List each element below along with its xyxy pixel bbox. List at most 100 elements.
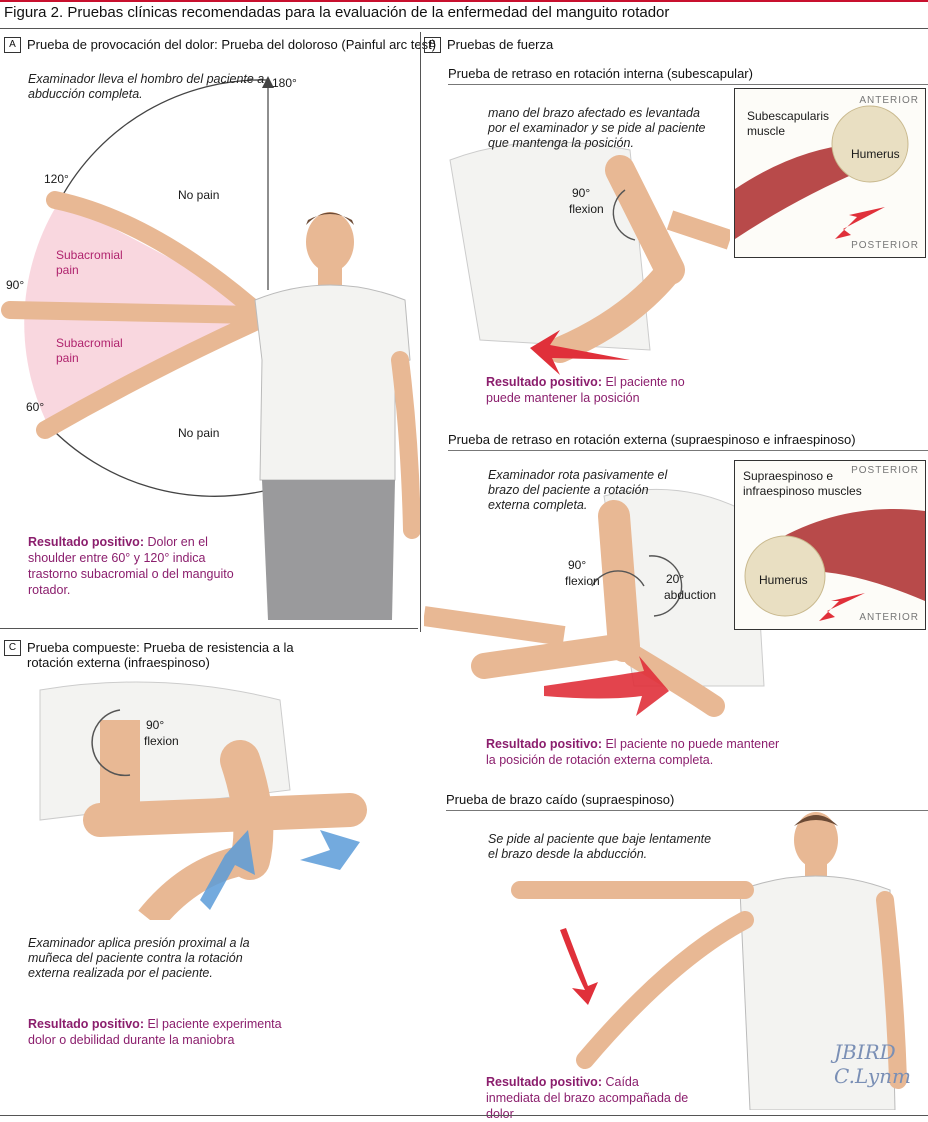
- panel-c-instruction: Examinador aplica presión proximal a la …: [28, 936, 250, 980]
- panel-a-result: Resultado positivo: Dolor en el shoulder…: [28, 534, 258, 598]
- test1-result-label: Resultado positivo:: [486, 375, 602, 389]
- red-arrow-t1: [530, 330, 630, 375]
- panel-a-letter: A: [4, 37, 21, 53]
- arm-120: [46, 191, 264, 319]
- test2-result-text: El paciente no puede mantener la posició…: [486, 737, 780, 767]
- test3-result-label: Resultado positivo:: [486, 1075, 602, 1089]
- test2-result: Resultado positivo: El paciente no puede…: [486, 736, 786, 768]
- flexion-arc-t2: [591, 570, 645, 587]
- test1-heading: Prueba de retraso en rotación interna (s…: [448, 66, 753, 81]
- test1-inset-drawing: [735, 105, 909, 239]
- test2-angle2: 20°: [666, 572, 685, 586]
- red-arrow-t2: [544, 656, 669, 716]
- neck: [318, 268, 342, 286]
- panel-c-illustration: [39, 681, 367, 920]
- panel-divider-vertical: [420, 32, 421, 632]
- angle-90: 90°: [6, 278, 25, 292]
- upper-arm-t2: [598, 500, 640, 662]
- test1-illustration: [449, 141, 730, 375]
- panel-a-result-text: Dolor en el shoulder entre 60° y 120° in…: [28, 535, 234, 597]
- test2-result-label: Resultado positivo:: [486, 737, 602, 751]
- panel-c-angle: 90°: [146, 718, 165, 732]
- test2-angle2-label: abduction: [664, 588, 717, 602]
- test3-illustration: [511, 812, 907, 1110]
- panel-b-label: Pruebas de fuerza: [447, 37, 554, 52]
- upper-arm-t1: [605, 155, 685, 285]
- panel-c-result-label: Resultado positivo:: [28, 1017, 144, 1031]
- test2-inset-muscle: Supraespinoso e infraespinoso muscles: [743, 469, 862, 498]
- signature-line1: JBIRD: [834, 1040, 896, 1064]
- angle-180: 180°: [272, 76, 297, 90]
- panel-a-header: A Prueba de provocación del dolor: Prueb…: [4, 37, 436, 53]
- shirt-t1: [449, 141, 651, 351]
- test3-heading-rule: [446, 810, 928, 811]
- arm-90: [1, 301, 264, 324]
- red-arrow-inset2: [819, 593, 865, 621]
- test3-instruction: Se pide al paciente que baje lentamente …: [488, 832, 712, 861]
- shirt-t3: [739, 875, 896, 1110]
- panel-a-instruction: Examinador lleva el hombro del paciente …: [28, 72, 265, 101]
- top-accent-line: [0, 0, 928, 2]
- panel-c-label: Prueba compueste: Prueba de resistencia …: [27, 640, 294, 670]
- pants: [262, 480, 395, 620]
- test2-inset-bottom: ANTERIOR: [859, 612, 919, 623]
- hair: [306, 212, 354, 225]
- test2-inset-drawing: [744, 509, 925, 621]
- test1-heading-rule: [448, 84, 928, 85]
- test1-angle: 90°: [572, 186, 591, 200]
- test2-inset-top: POSTERIOR: [851, 465, 919, 476]
- flexion-arc-c: [91, 709, 131, 777]
- panel-c-header: C Prueba compueste: Prueba de resistenci…: [4, 640, 294, 670]
- no-pain-top: No pain: [178, 188, 220, 202]
- test1-result: Resultado positivo: El paciente no puede…: [486, 374, 696, 406]
- test1-inset-muscle: Subescapularis muscle: [747, 109, 830, 138]
- panel-a-result-label: Resultado positivo:: [28, 535, 144, 549]
- panel-b-letter: B: [424, 37, 441, 53]
- test2-instruction: Examinador rota pasivamente el brazo del…: [488, 468, 668, 512]
- test1-inset: ANTERIOR POSTERIOR Subescapularis muscle…: [734, 88, 926, 258]
- panel-c-angle-label: flexion: [144, 734, 179, 748]
- angle-60: 60°: [26, 400, 45, 414]
- neck-t3: [805, 862, 827, 878]
- right-arm: [391, 351, 421, 539]
- pain-label-lower: Subacromial pain: [56, 336, 123, 365]
- test1-angle-label: flexion: [569, 202, 604, 216]
- blue-arrow-right: [300, 830, 360, 870]
- arm-dropped-t3: [576, 911, 754, 1069]
- subscapularis-muscle: [735, 144, 865, 239]
- humerus-head-2: [744, 535, 826, 617]
- humerus-head-1: [831, 105, 909, 183]
- abduction-arc-t2: [648, 555, 683, 617]
- head-t3: [794, 812, 838, 868]
- test3-result: Resultado positivo: Caída inmediata del …: [486, 1074, 696, 1122]
- head: [306, 212, 354, 272]
- test1-instruction: mano del brazo afectado es levantada por…: [488, 106, 706, 150]
- no-pain-bottom: No pain: [178, 426, 220, 440]
- forearm-c: [83, 793, 367, 837]
- flexion-arc-t1: [612, 189, 636, 241]
- arm-60: [36, 313, 264, 439]
- bottom-rule: [0, 1115, 928, 1116]
- panel-c-letter: C: [4, 640, 21, 656]
- test2-angle1-label: flexion: [565, 574, 600, 588]
- title-divider: [0, 28, 928, 29]
- signature-line2: C.Lynm: [834, 1064, 912, 1088]
- test2-inset: POSTERIOR ANTERIOR Supraespinoso e infra…: [734, 460, 926, 630]
- test2-heading: Prueba de retraso en rotación externa (s…: [448, 432, 856, 447]
- supraspinatus-muscle: [775, 509, 925, 601]
- panel-a-c-divider: [0, 628, 418, 629]
- examiner-hand-c: [220, 740, 274, 880]
- figure-title: Figura 2. Pruebas clínicas recomendadas …: [4, 4, 670, 21]
- test3-heading: Prueba de brazo caído (supraespinoso): [446, 792, 675, 807]
- test3-result-text: Caída inmediata del brazo acompañada de …: [486, 1075, 689, 1121]
- signature: JBIRD C.Lynm: [834, 1040, 911, 1088]
- forearm-t2: [471, 633, 637, 679]
- test2-heading-rule: [448, 450, 928, 451]
- test2-angle1: 90°: [568, 558, 587, 572]
- panel-a-illustration: [1, 76, 421, 620]
- examiner-left-arm-t2: [424, 606, 566, 646]
- right-arm-t3: [876, 891, 907, 1089]
- red-arrow-inset1: [835, 207, 885, 239]
- hair-t3: [794, 815, 838, 826]
- pain-label-upper: Subacromial pain: [56, 248, 123, 277]
